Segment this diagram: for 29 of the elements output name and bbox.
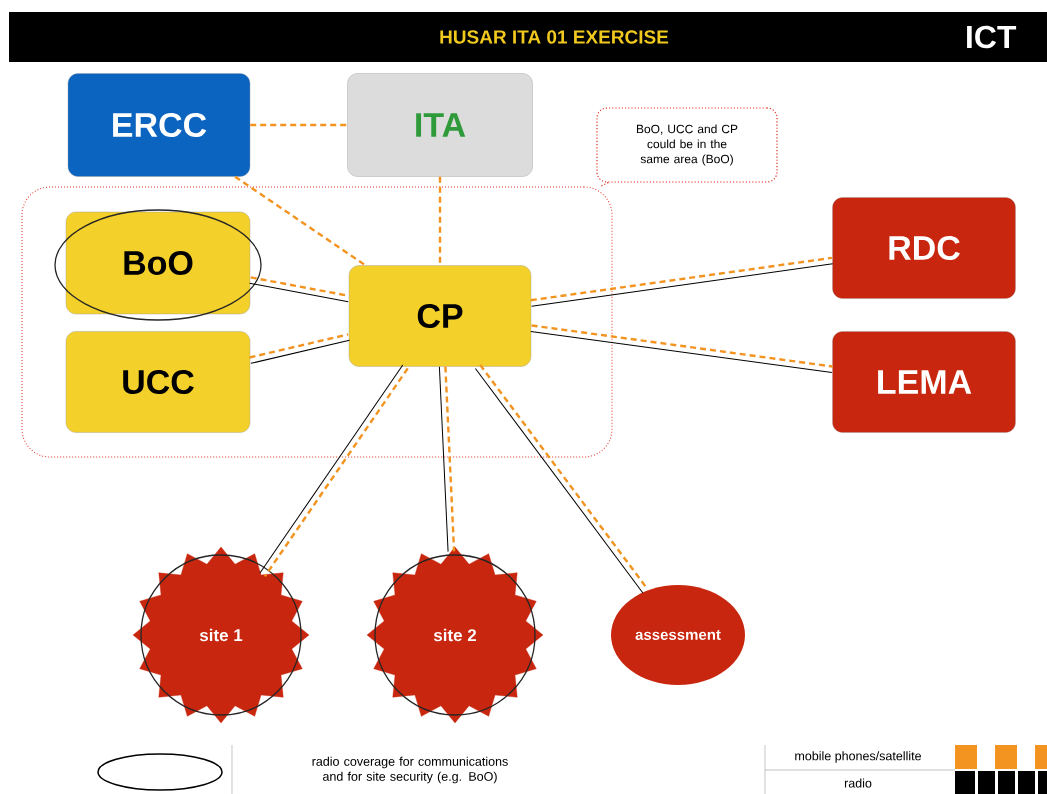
connector-line <box>599 182 609 188</box>
organisation-box: RDC <box>832 197 1016 299</box>
organisation-box: LEMA <box>832 331 1016 433</box>
unit-box: BoO <box>65 211 251 315</box>
connector-line <box>234 175 367 267</box>
area-outline <box>21 186 613 458</box>
organisation-box: ITA <box>347 73 533 177</box>
legend-text: mobile phones/satellite <box>795 751 921 763</box>
unit-box: CP <box>348 265 532 367</box>
connector-line <box>530 330 833 373</box>
connector-line <box>531 324 833 368</box>
organisation-box: ERCC <box>67 73 251 177</box>
connector-line <box>249 282 349 303</box>
header-section: ICT <box>967 25 1017 49</box>
connector-line <box>250 123 348 127</box>
connector-line <box>250 339 350 364</box>
legend-text: radio <box>844 778 872 788</box>
unit-box: UCC <box>65 331 251 433</box>
connector-line <box>530 256 833 302</box>
legend-entry: radio coverage for communications and for site security (e.g. BoO) <box>97 753 508 791</box>
connector-line <box>531 263 834 307</box>
connector-line <box>438 176 442 266</box>
callout-note: BoO, UCC and CP could be in the same area (BoO) <box>596 107 778 183</box>
site-star: site 2 <box>366 546 544 724</box>
connector-line <box>249 333 349 359</box>
header-title: HUSAR ITA 01 EXERCISE <box>440 30 669 44</box>
connector-line <box>438 366 449 553</box>
site-star: site 1 <box>132 546 310 724</box>
connector-line <box>444 366 456 552</box>
